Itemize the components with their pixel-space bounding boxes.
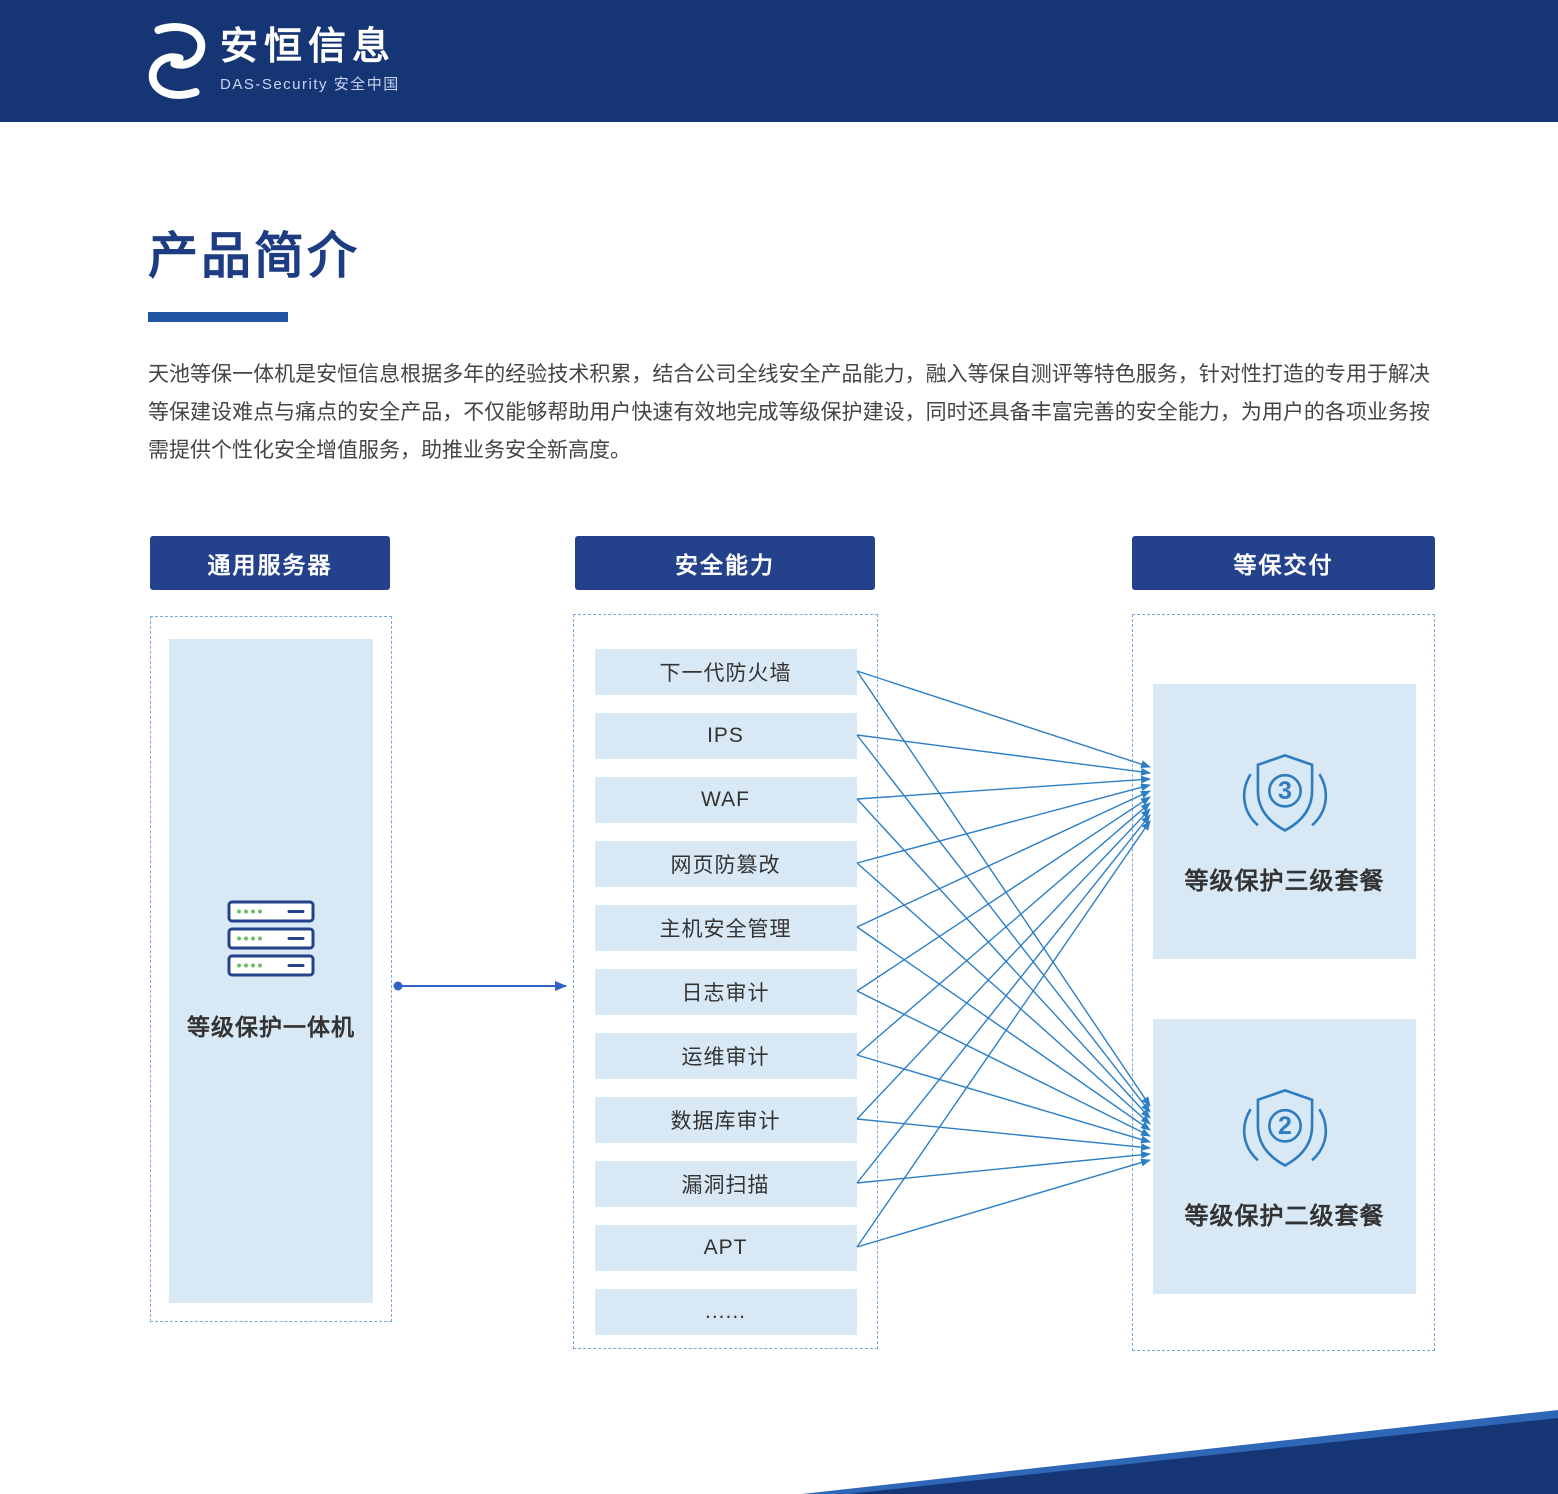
connection-arrow bbox=[856, 790, 1151, 928]
server-column-box: 等级保护一体机 bbox=[150, 616, 392, 1322]
connection-arrow bbox=[856, 783, 1151, 864]
capability-item: 主机安全管理 bbox=[594, 905, 857, 951]
package-level2-panel: 2 等级保护二级套餐 bbox=[1153, 1019, 1416, 1294]
capability-item: ...... bbox=[594, 1289, 857, 1335]
capability-item: 数据库审计 bbox=[594, 1097, 857, 1143]
connection-arrow bbox=[856, 814, 1151, 1184]
connection-arrow bbox=[856, 802, 1151, 1056]
product-architecture-diagram: 通用服务器 安全能力 等保交付 bbox=[0, 536, 1558, 1368]
capability-item: WAF bbox=[594, 777, 857, 823]
capability-item: IPS bbox=[594, 713, 857, 759]
shield-icon: 3 bbox=[1242, 754, 1327, 832]
server-label: 等级保护一体机 bbox=[187, 1014, 355, 1040]
connection-arrow bbox=[856, 926, 1151, 1131]
connection-arrow bbox=[856, 798, 1151, 1119]
capability-item: 日志审计 bbox=[594, 969, 857, 1015]
server-panel: 等级保护一体机 bbox=[169, 639, 373, 1303]
delivery-column-box: 3 等级保护三级套餐 2 等级保护二级套餐 bbox=[1132, 614, 1435, 1351]
column-header-security-capabilities: 安全能力 bbox=[575, 536, 875, 590]
header-banner: 安恒信息 DAS-Security 安全中国 bbox=[0, 0, 1558, 122]
connection-arrow bbox=[856, 862, 1151, 1125]
package-level3-label: 等级保护三级套餐 bbox=[1184, 868, 1385, 895]
connection-arrow bbox=[856, 1118, 1151, 1152]
connection-arrow bbox=[856, 796, 1151, 992]
capability-item: 下一代防火墙 bbox=[594, 649, 857, 695]
shield-level-number: 2 bbox=[1278, 1112, 1292, 1140]
capability-item: 运维审计 bbox=[594, 1033, 857, 1079]
logo-text: 安恒信息 DAS-Security 安全中国 bbox=[220, 26, 400, 94]
connection-arrow bbox=[856, 1158, 1151, 1248]
title-underline bbox=[148, 312, 288, 322]
package-level2-label: 等级保护二级套餐 bbox=[1184, 1203, 1385, 1230]
main-content: 产品简介 天池等保一体机是安恒信息根据多年的经验技术积累，结合公司全线安全产品能… bbox=[0, 228, 1558, 1368]
intro-paragraph: 天池等保一体机是安恒信息根据多年的经验技术积累，结合公司全线安全产品能力，融入等… bbox=[148, 363, 1430, 462]
connection-arrow bbox=[856, 820, 1151, 1248]
connection-arrow bbox=[856, 775, 1151, 800]
page-title: 产品简介 bbox=[148, 228, 360, 284]
das-security-logo-icon bbox=[148, 23, 206, 99]
connection-arrow bbox=[856, 734, 1151, 776]
connection-arrow bbox=[856, 734, 1151, 1113]
package-level3-panel: 3 等级保护三级套餐 bbox=[1153, 684, 1416, 959]
capabilities-column-box: 下一代防火墙 IPS WAF 网页防篡改主机安全管理日志审计运维审计数据库审计漏洞扫描… bbox=[573, 614, 878, 1349]
das-security-logo: 安恒信息 DAS-Security 安全中国 bbox=[146, 19, 400, 103]
logo-title: 安恒信息 bbox=[220, 26, 397, 69]
server-stack-icon bbox=[227, 900, 315, 977]
column-header-mlps-delivery: 等保交付 bbox=[1132, 536, 1435, 590]
logo-subtitle: DAS-Security 安全中国 bbox=[220, 75, 400, 93]
shield-level-number: 3 bbox=[1278, 777, 1292, 805]
connector-dot bbox=[393, 981, 403, 991]
connection-arrow bbox=[856, 1150, 1151, 1184]
capability-item: 网页防篡改 bbox=[594, 841, 857, 887]
shield-icon: 2 bbox=[1242, 1089, 1327, 1167]
connection-arrow bbox=[856, 990, 1151, 1137]
capability-item: APT bbox=[594, 1225, 857, 1271]
connection-arrow bbox=[856, 1054, 1151, 1144]
capability-item: 漏洞扫描 bbox=[594, 1161, 857, 1207]
capability-list: 下一代防火墙 IPS WAF 网页防篡改主机安全管理日志审计运维审计数据库审计漏洞扫描… bbox=[574, 615, 877, 1348]
column-header-generic-server: 通用服务器 bbox=[150, 536, 390, 590]
connection-arrow bbox=[856, 808, 1151, 1120]
connection-arrow bbox=[856, 670, 1151, 768]
connection-arrow bbox=[856, 670, 1151, 1107]
